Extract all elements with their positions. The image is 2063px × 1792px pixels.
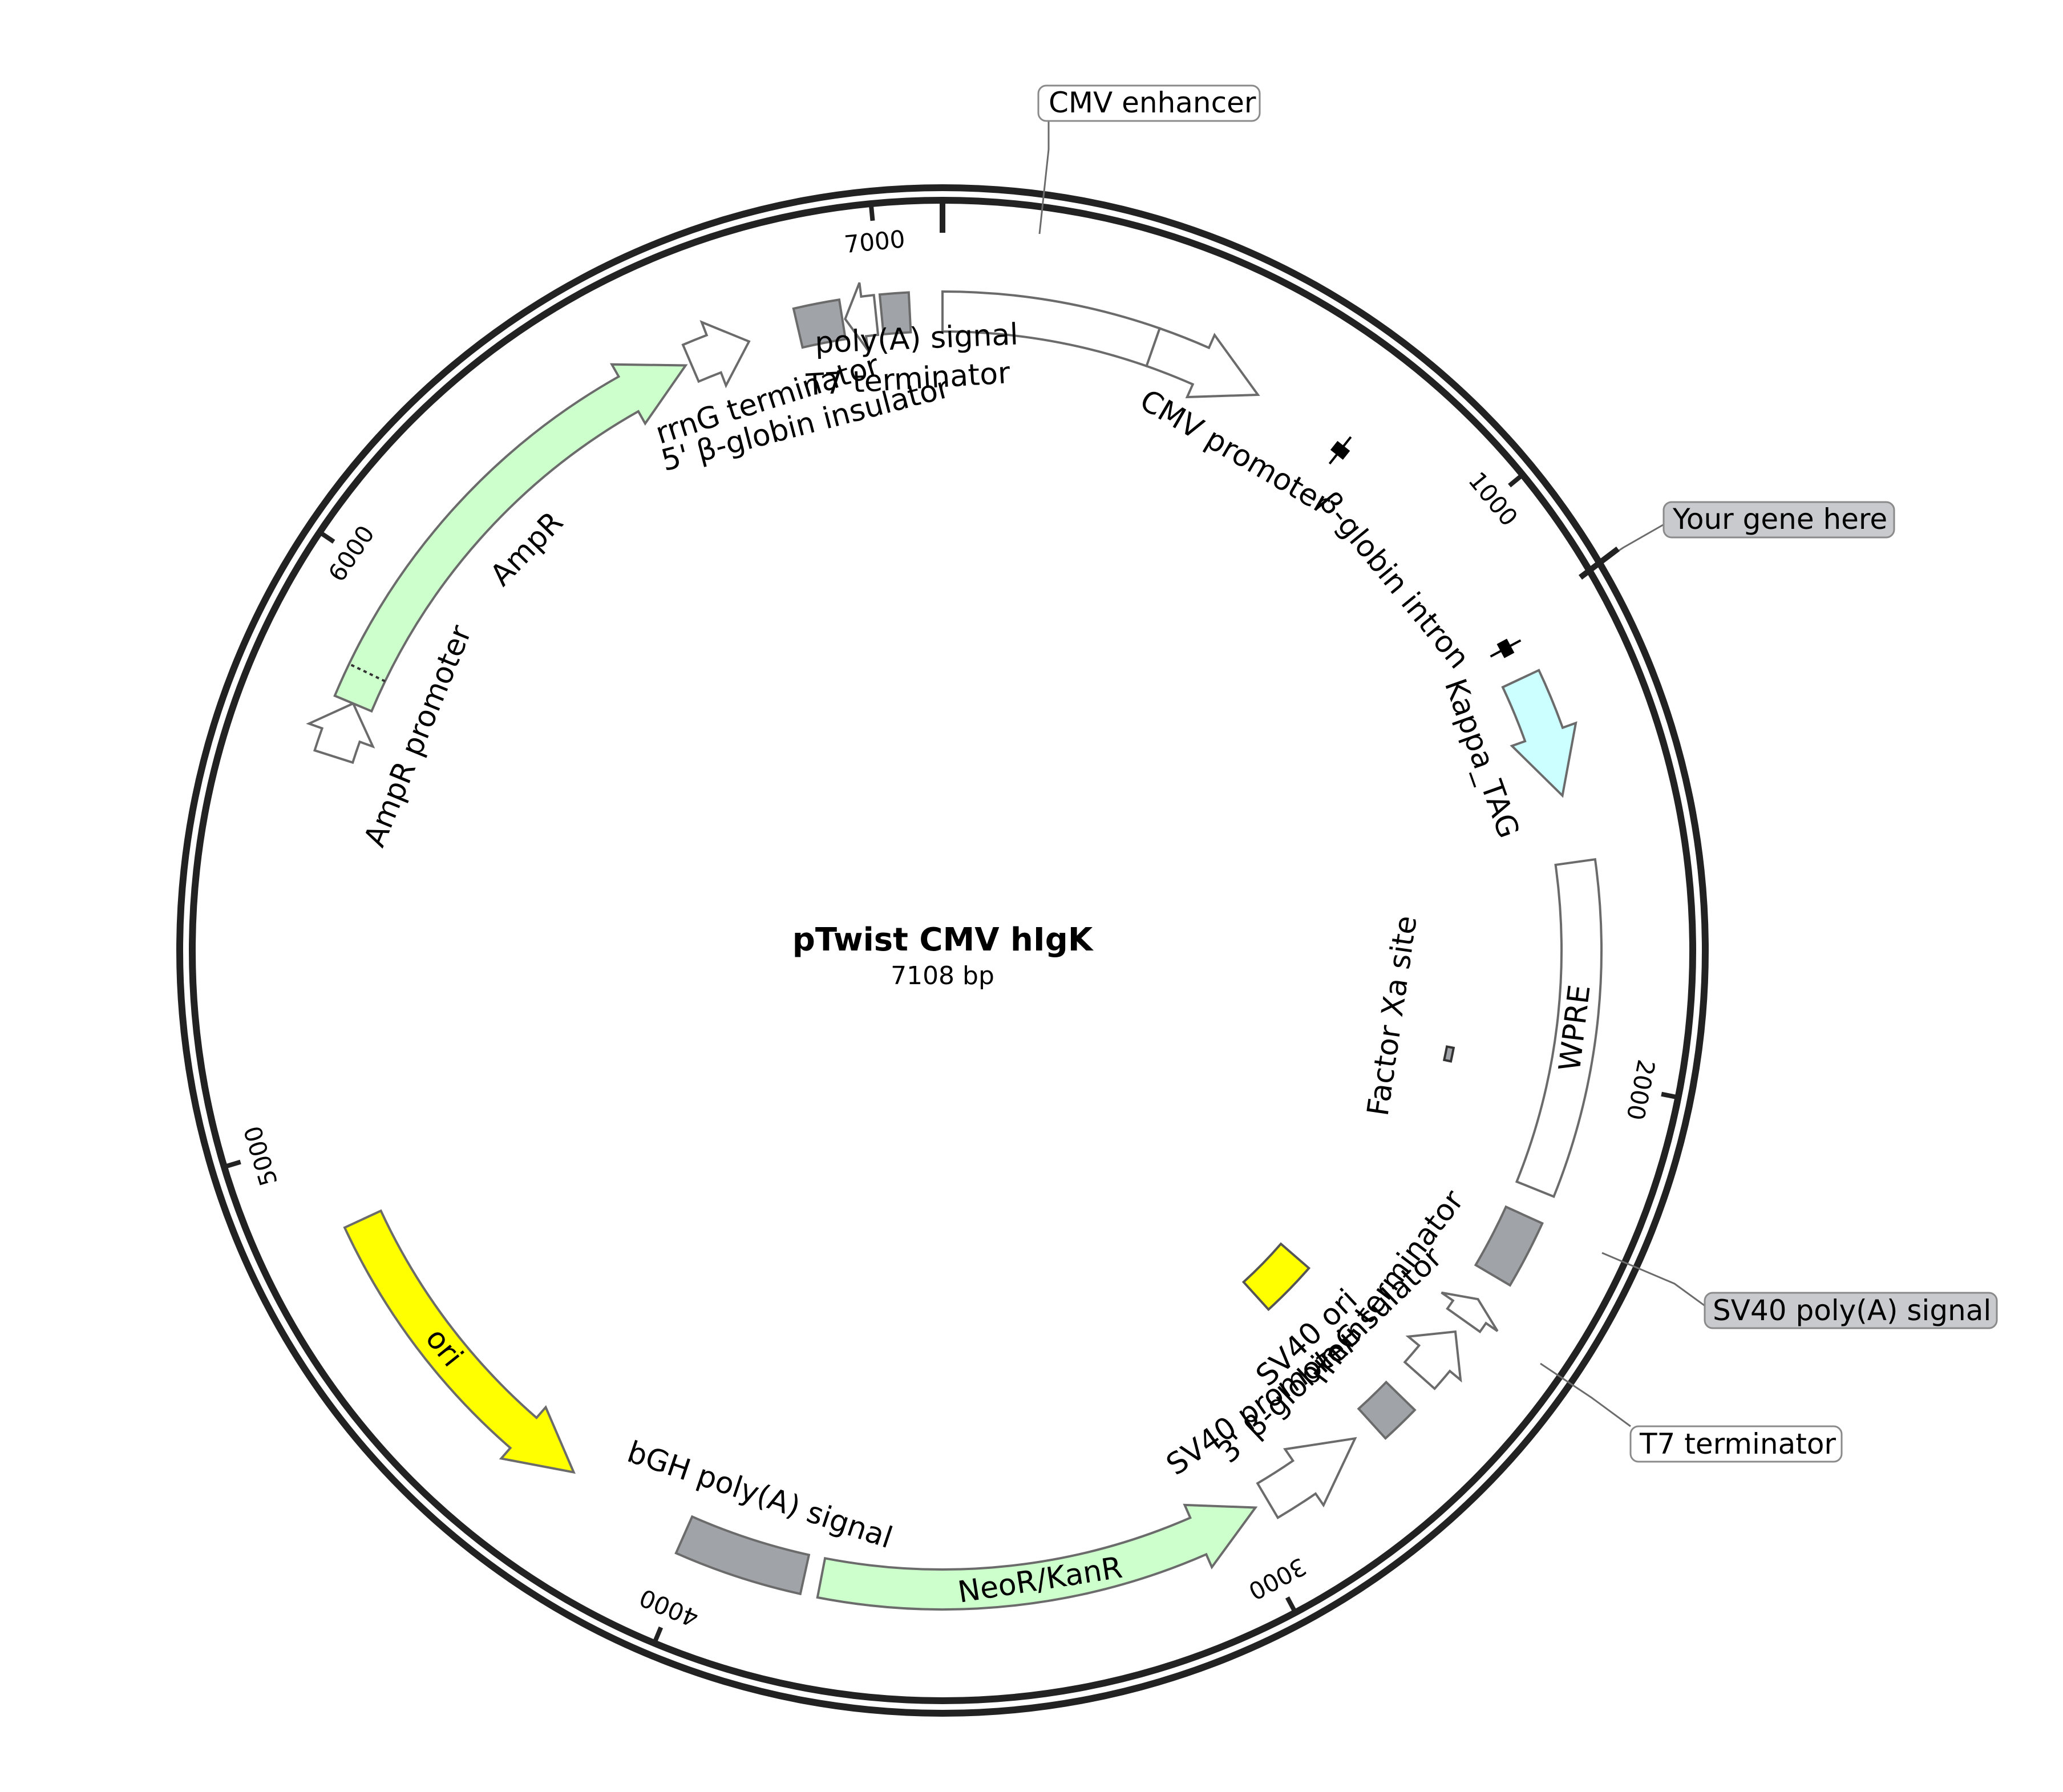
callout-sv40-polya[interactable]: SV40 poly(A) signal (1601, 1252, 1998, 1329)
feature-factor-xa-site[interactable] (1442, 1045, 1455, 1063)
plasmid-name: pTwist CMV hIgK (792, 921, 1094, 958)
intron-edge (1490, 639, 1522, 658)
feature-beta-globin-intron[interactable] (1328, 436, 1522, 658)
feature-label-cmv-promoter: CMV promoter (1134, 383, 1336, 521)
callout-box (1629, 1425, 1843, 1463)
feature-polya-signal[interactable] (878, 291, 912, 336)
feature-shape (1442, 1045, 1455, 1063)
features-layer (306, 282, 1603, 1611)
feature-rrng-terminator-2[interactable] (1403, 1330, 1462, 1390)
feature-label-beta-globin-intron: β-globin intron (1312, 486, 1476, 675)
callout-text: T7 terminator (1639, 1427, 1836, 1461)
feature-bgh-polya[interactable] (674, 1515, 811, 1596)
tick-label: 3000 (1244, 1552, 1310, 1606)
feature-shape (1515, 857, 1603, 1198)
feature-label-polya-signal: poly(A) signal (814, 317, 1019, 360)
feature-shape (1241, 1242, 1311, 1312)
tick-label: 6000 (323, 520, 380, 586)
feature-cmv-promoter[interactable] (1145, 327, 1260, 399)
callout-t7-terminator[interactable]: T7 terminator (1540, 1362, 1843, 1463)
backbone-outer (176, 184, 1709, 1717)
feature-label-factor-xa-site: Factor Xa site (1361, 913, 1424, 1118)
feature-shape (816, 1503, 1258, 1611)
tick-mark (651, 1626, 664, 1647)
feature-shape (1256, 1437, 1357, 1519)
tick-mark (868, 200, 875, 221)
feature-sv40-polya[interactable] (1474, 1205, 1544, 1287)
callout-text: SV40 poly(A) signal (1713, 1294, 1991, 1327)
callout-cmv-enhancer[interactable]: CMV enhancer (1037, 84, 1261, 234)
feature-shape (306, 702, 375, 764)
feature-shape (1441, 1291, 1499, 1334)
inner-features-layer (1241, 1045, 1455, 1312)
plasmid-size: 7108 bp (891, 961, 994, 990)
callout-text: Your gene here (1672, 503, 1887, 536)
feature-shape (333, 363, 688, 713)
tick-mark (1285, 1596, 1299, 1616)
feature-neor-kanr[interactable] (816, 1503, 1258, 1611)
tick-mark (1661, 1091, 1682, 1101)
tick-label: 5000 (238, 1123, 283, 1189)
callout-your-gene[interactable]: Your gene here (1578, 501, 1895, 580)
feature-shape (343, 1209, 576, 1474)
leader-line (1540, 1362, 1631, 1427)
feature-beta-globin-insulator-5[interactable] (792, 298, 847, 349)
feature-shape (878, 291, 912, 336)
backbone-inner (189, 197, 1696, 1704)
callout-box (1704, 1292, 1998, 1329)
tick-mark (315, 528, 335, 544)
feature-ampr[interactable] (333, 363, 688, 713)
feature-shape (1474, 1205, 1544, 1287)
feature-shape (681, 320, 751, 389)
tick-mark (1508, 471, 1527, 488)
feature-shape (1501, 669, 1577, 798)
feature-ampr-promoter[interactable] (306, 702, 375, 764)
callout-text: CMV enhancer (1049, 86, 1256, 119)
feature-ori[interactable] (343, 1209, 576, 1474)
tick-label: 1000 (1463, 467, 1523, 532)
callout-box (1662, 501, 1895, 539)
leader-line (1601, 1252, 1706, 1308)
feature-shape (1357, 1380, 1417, 1440)
feature-shape (674, 1515, 811, 1596)
leader-line (1038, 119, 1050, 234)
feature-rrng-terminator-1[interactable] (681, 320, 751, 389)
gene-insert-marker (1578, 547, 1620, 580)
feature-sv40-ori[interactable] (1241, 1242, 1311, 1312)
intron-edge (1328, 436, 1352, 465)
feature-shape (1145, 327, 1260, 399)
tick-label: 2000 (1621, 1057, 1660, 1122)
feature-shape (1403, 1330, 1462, 1390)
feature-kappa-tag[interactable] (1501, 669, 1577, 798)
feature-sv40-promoter[interactable] (1256, 1437, 1357, 1519)
tick-label: 4000 (636, 1583, 703, 1632)
feature-beta-globin-insulator-3[interactable] (1357, 1380, 1417, 1440)
feature-label-bgh-polya: bGH poly(A) signal (623, 1435, 896, 1555)
feature-t7-terminator-1[interactable] (844, 282, 880, 355)
feature-shape (792, 298, 847, 349)
tick-label: 7000 (843, 225, 906, 258)
feature-wpre[interactable] (1515, 857, 1603, 1198)
tick-mark (220, 1159, 241, 1170)
feature-shape (844, 282, 880, 355)
callout-box (1037, 84, 1261, 122)
feature-t7-terminator-2[interactable] (1441, 1291, 1499, 1334)
